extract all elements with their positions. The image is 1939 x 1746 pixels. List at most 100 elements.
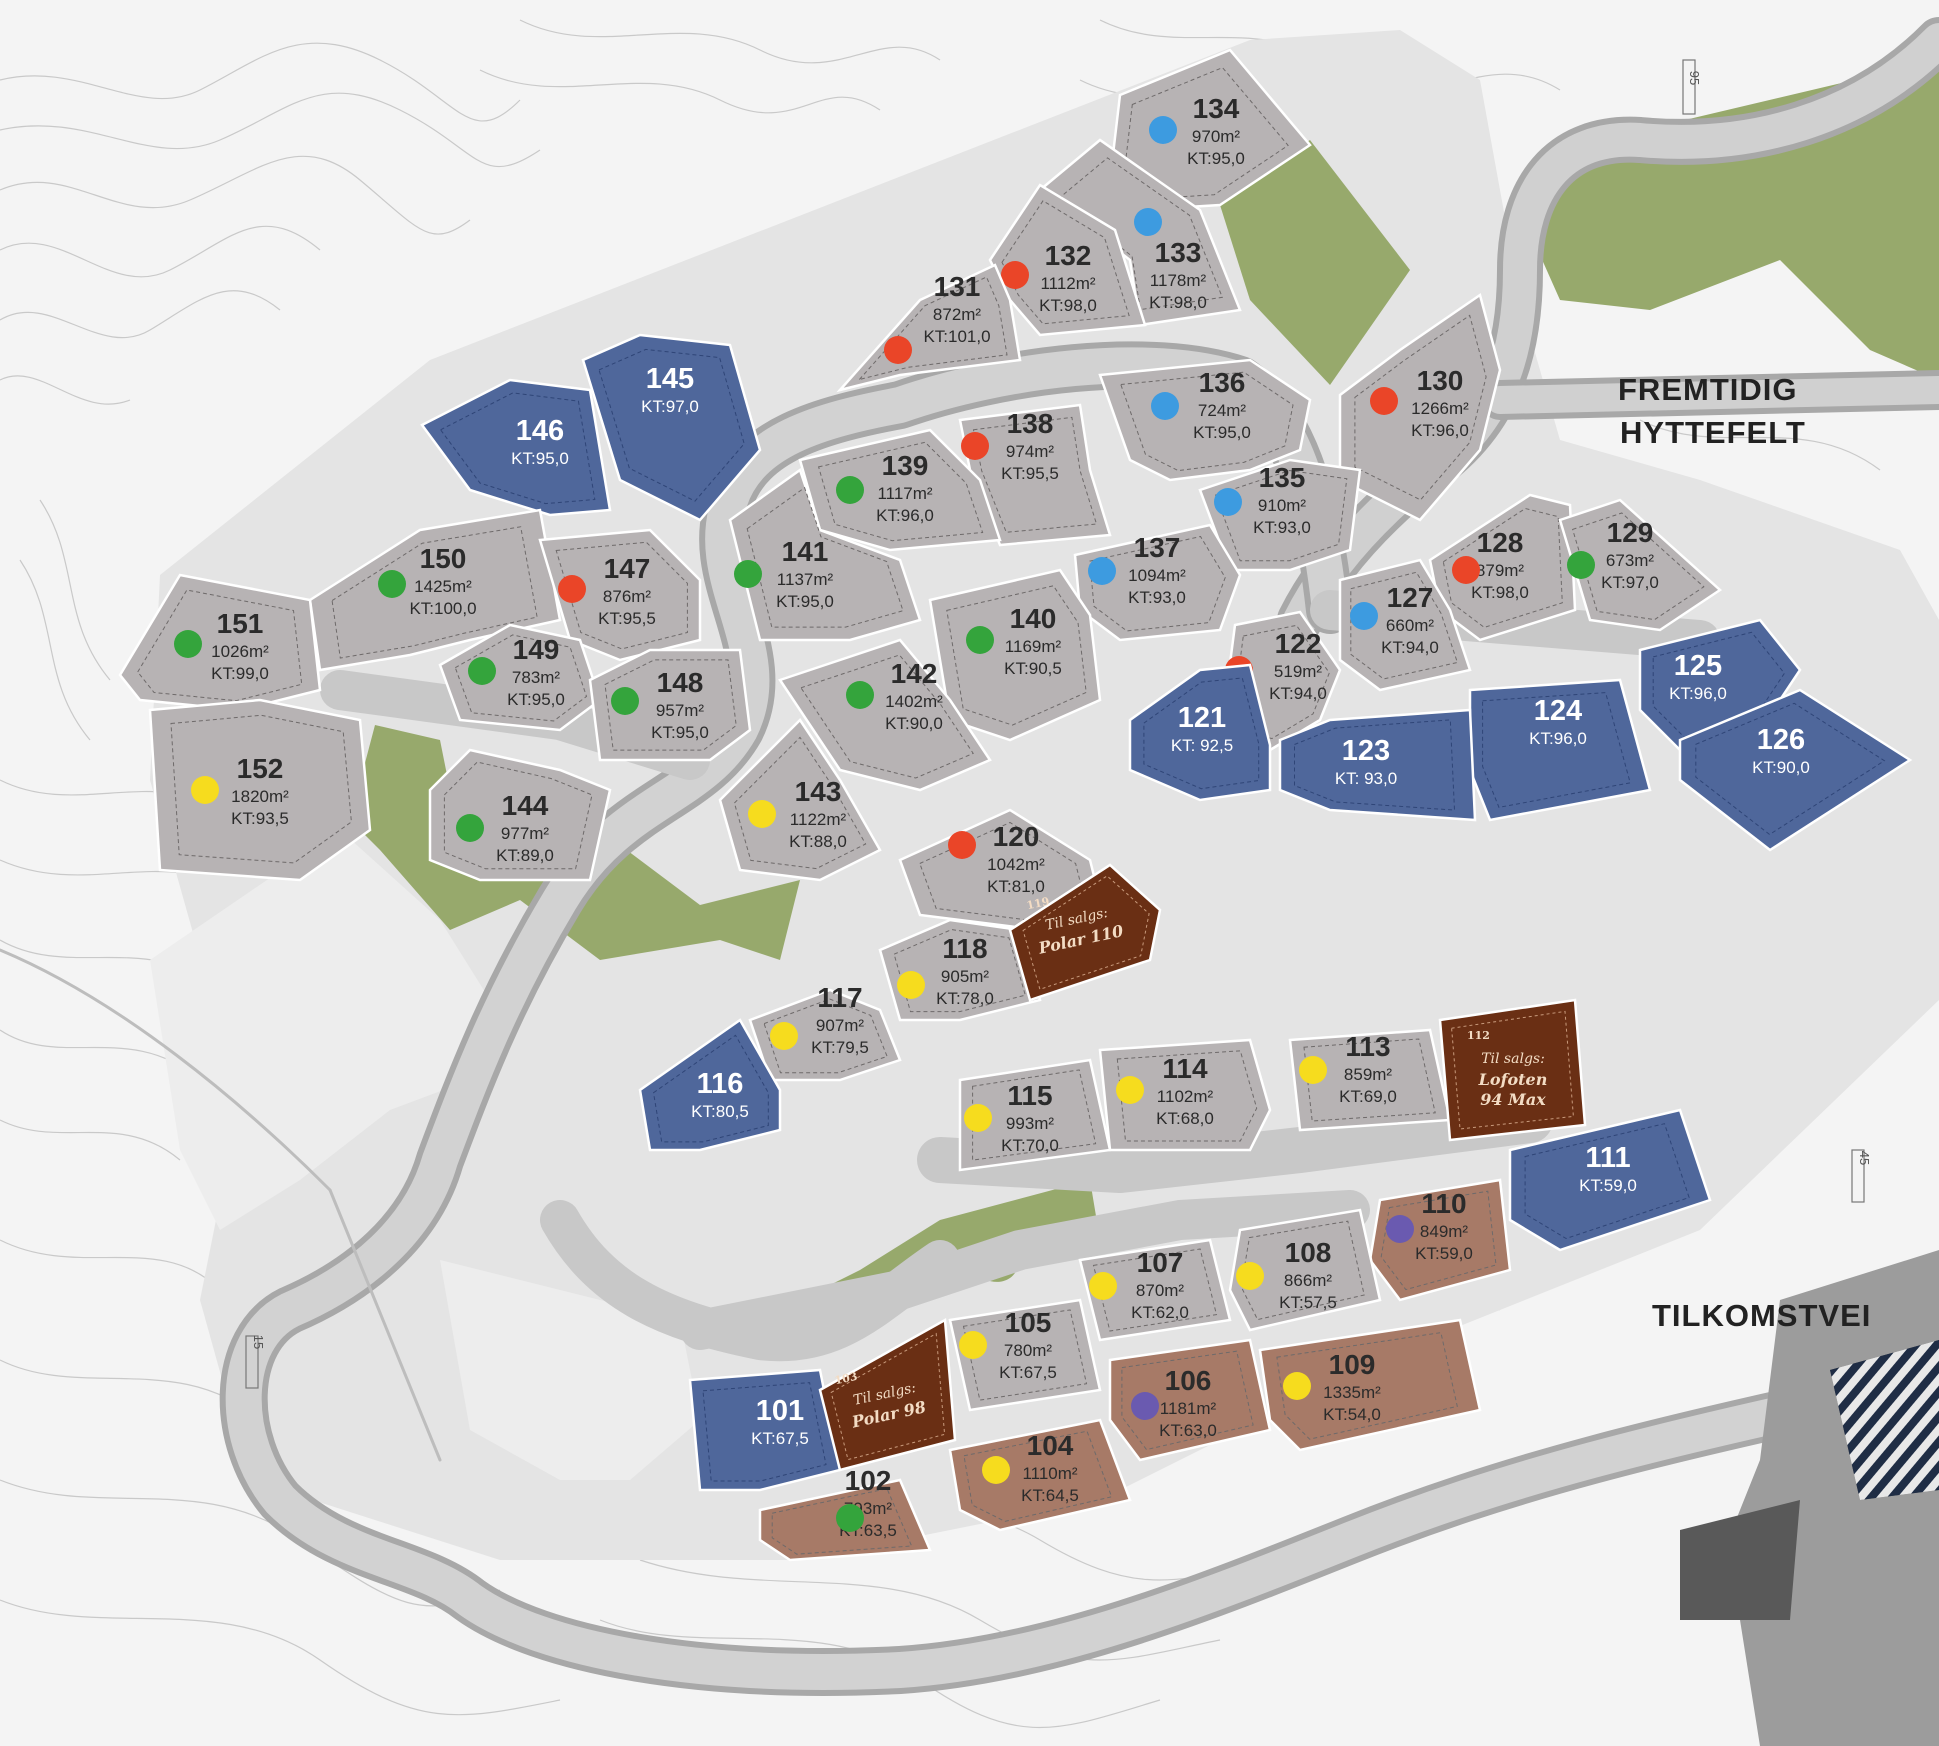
- plot-shape-131[interactable]: [836, 263, 1022, 393]
- building-frame-143: [733, 736, 867, 870]
- plot-shape-123[interactable]: [1278, 708, 1477, 822]
- plot-kt-135: KT:93,0: [1253, 518, 1311, 537]
- plot-shape-144[interactable]: [428, 748, 612, 882]
- plot-shape-115[interactable]: [958, 1058, 1112, 1172]
- plot-shape-129[interactable]: [1558, 498, 1723, 632]
- plot-shape-101[interactable]: [688, 1368, 842, 1492]
- plot-kt-110: KT:59,0: [1415, 1244, 1473, 1263]
- plot-area-117: 907m²: [816, 1016, 865, 1035]
- plot-shape-148[interactable]: [588, 648, 752, 762]
- building-frame-149: [454, 634, 588, 722]
- plot-kt-136: KT:95,0: [1193, 423, 1251, 442]
- status-dot-blue-136: [1151, 392, 1179, 420]
- plot-shape-110[interactable]: [1368, 1178, 1512, 1302]
- plot-shape-136[interactable]: [1098, 358, 1312, 482]
- plot-kt-140: KT:90,5: [1004, 659, 1062, 678]
- plot-area-150: 1425m²: [414, 577, 472, 596]
- plot-shape-126[interactable]: [1678, 688, 1913, 852]
- building-frame-128: [1442, 507, 1563, 628]
- plot-shape-109[interactable]: [1258, 1318, 1482, 1452]
- plot-shape-152[interactable]: [148, 698, 372, 882]
- for-sale-shape-119[interactable]: [1008, 863, 1162, 1002]
- plot-kt-144: KT:89,0: [496, 846, 554, 865]
- status-dot-yellow-113: [1299, 1056, 1327, 1084]
- plot-shape-145[interactable]: [581, 333, 762, 522]
- plot-area-105: 780m²: [1004, 1341, 1053, 1360]
- for-sale-shape-112[interactable]: [1438, 998, 1587, 1142]
- plot-area-106: 1181m²: [1160, 1399, 1217, 1418]
- status-dot-red-132: [1001, 261, 1029, 289]
- plot-number-110: 110: [1421, 1188, 1466, 1219]
- plot-shape-146[interactable]: [420, 378, 612, 517]
- plot-shape-142[interactable]: [778, 638, 992, 792]
- plot-shape-104[interactable]: [948, 1418, 1132, 1532]
- plot-shape-127[interactable]: [1338, 558, 1472, 692]
- status-dot-green-141: [734, 560, 762, 588]
- plot-number-118: 118: [942, 933, 987, 964]
- plot-number-150: 150: [420, 543, 467, 574]
- plot-shape-143[interactable]: [718, 718, 882, 882]
- plot-shape-105[interactable]: [948, 1298, 1102, 1412]
- plot-area-138: 974m²: [1006, 442, 1055, 461]
- plot-shape-106[interactable]: [1108, 1338, 1272, 1462]
- plot-kt-107: KT:62,0: [1131, 1303, 1189, 1322]
- plot-shape-107[interactable]: [1078, 1238, 1232, 1342]
- building-frame-147: [555, 541, 688, 650]
- plot-shape-141[interactable]: [728, 467, 922, 642]
- plot-shape-121[interactable]: [1128, 663, 1272, 802]
- plot-shape-114[interactable]: [1098, 1038, 1272, 1152]
- plot-area-142: 1402m²: [885, 692, 943, 711]
- plot-number-104: 104: [1027, 1430, 1074, 1461]
- plot-kt-139: KT:96,0: [876, 506, 934, 525]
- elevation-markers: 95 45 15: [245, 59, 1872, 1389]
- plot-shape-111[interactable]: [1508, 1108, 1712, 1252]
- plot-shape-151[interactable]: [118, 573, 322, 712]
- for-sale-shape-103[interactable]: [818, 1317, 957, 1472]
- plot-area-152: 1820m²: [231, 787, 289, 806]
